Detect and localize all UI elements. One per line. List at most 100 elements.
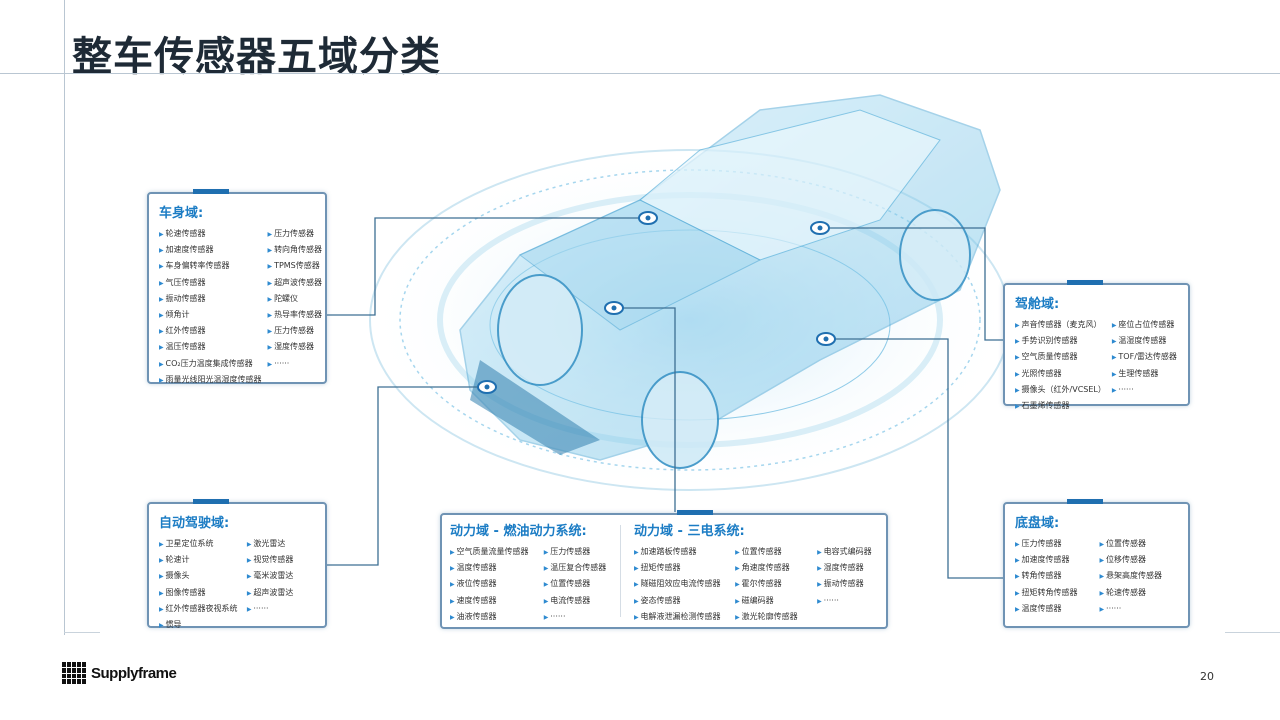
sensor-item: 视觉传感器 [247, 552, 315, 568]
sensor-list-right: 压力传感器转向角传感器TPMS传感器超声波传感器陀螺仪热导率传感器压力传感器湿度… [268, 226, 323, 388]
sensor-item: 卫星定位系统 [159, 536, 241, 552]
connector-lines [327, 217, 1003, 579]
panel-heading: 车身域: [159, 206, 204, 221]
page-number: 20 [1200, 670, 1214, 683]
title-divider [0, 73, 1280, 74]
sensor-item: 油液传感器 [450, 609, 538, 625]
sensor-item: 隧磁阻效应电流传感器 [634, 576, 729, 592]
sensor-item: 加速度传感器 [159, 242, 262, 258]
panel-heading: 底盘域: [1015, 516, 1060, 531]
sensor-item: 扭矩传感器 [634, 560, 729, 576]
sensor-item: ······ [817, 593, 878, 609]
sensor-item: 摄像头 [159, 568, 241, 584]
sensor-markers [477, 211, 836, 394]
sensor-item: 热导率传感器 [268, 307, 322, 323]
sensor-item: 轮速传感器 [1100, 585, 1179, 601]
sensor-item: 红外传感器夜视系统 [159, 601, 241, 617]
brand-name: Supplyframe [91, 664, 177, 682]
sensor-item: ······ [1100, 601, 1179, 617]
sensor-list-left: 声音传感器（麦克风）手势识别传感器空气质量传感器光照传感器摄像头（红外/VCSE… [1015, 317, 1106, 414]
bottom-rule-left [64, 632, 100, 633]
sensor-dot-power [604, 301, 624, 315]
panel-tab [193, 499, 229, 504]
power-domain-panel: 动力域 - 燃油动力系统: 空气质量流量传感器温度传感器液位传感器速度传感器油液… [440, 510, 888, 629]
sensor-item: 湿度传感器 [817, 560, 878, 576]
sensor-item: 超声波传感器 [268, 275, 322, 291]
ev-sensor-list-1: 加速踏板传感器扭矩传感器隧磁阻效应电流传感器姿态传感器电解液泄漏检测传感器 [634, 544, 729, 625]
sensor-item: 温湿度传感器 [1112, 333, 1178, 349]
sensor-item: 座位占位传感器 [1112, 317, 1178, 333]
sensor-list-left: 压力传感器加速度传感器转角传感器扭矩转角传感器温度传感器 [1015, 536, 1094, 617]
ev-sensor-list-3: 电容式编码器湿度传感器振动传感器······ [817, 544, 878, 625]
sensor-item: 压力传感器 [268, 226, 323, 242]
car-body [459, 94, 1001, 469]
sensor-item: ······ [1112, 382, 1178, 398]
brand-logo: Supplyframe [62, 662, 177, 684]
sensor-item: 超声波雷达 [247, 585, 315, 601]
autonomous-domain-panel: 自动驾驶域: 卫星定位系统轮速计摄像头图像传感器红外传感器夜视系统惯导 激光雷达… [147, 499, 327, 629]
fuel-sensor-list-left: 空气质量流量传感器温度传感器液位传感器速度传感器油液传感器 [450, 544, 538, 625]
sensor-item: 位置传感器 [735, 544, 811, 560]
sensor-item: 悬架高度传感器 [1100, 568, 1179, 584]
panel-tab [1067, 499, 1103, 504]
sensor-list-left: 轮速传感器加速度传感器车身偏转率传感器气压传感器振动传感器倾角计红外传感器温压传… [159, 226, 262, 388]
sensor-dot-chassis [816, 332, 836, 346]
sensor-item: 空气质量流量传感器 [450, 544, 538, 560]
sensor-item: CO₂压力温度集成传感器 [159, 356, 262, 372]
sensor-dot-autonomous [477, 380, 497, 394]
page-title: 整车传感器五域分类 [72, 34, 441, 80]
sensor-item: 声音传感器（麦克风） [1015, 317, 1106, 333]
bottom-rule-right [1225, 632, 1280, 633]
sensor-item: 压力传感器 [544, 544, 620, 560]
sensor-item: 振动传感器 [159, 291, 262, 307]
sensor-dot-cockpit [810, 221, 830, 235]
sensor-item: 速度传感器 [450, 593, 538, 609]
sensor-dot-body [638, 211, 658, 225]
sensor-item: 加速度传感器 [1015, 552, 1094, 568]
sensor-item: 轮速计 [159, 552, 241, 568]
sensor-item: 图像传感器 [159, 585, 241, 601]
sensor-item: 石墨烯传感器 [1015, 398, 1106, 414]
sensor-item: 转角传感器 [1015, 568, 1094, 584]
sensor-item: 温度传感器 [1015, 601, 1094, 617]
sensor-item: 扭矩转角传感器 [1015, 585, 1094, 601]
panel-heading: 自动驾驶域: [159, 516, 230, 531]
sensor-item: 毫米波雷达 [247, 568, 315, 584]
sensor-item: 激光雷达 [247, 536, 315, 552]
sensor-item: 温压传感器 [159, 339, 262, 355]
sensor-item: 生理传感器 [1112, 366, 1178, 382]
chassis-domain-panel: 底盘域: 压力传感器加速度传感器转角传感器扭矩转角传感器温度传感器 位置传感器位… [1003, 499, 1190, 628]
sensor-item: 雨量光线阳光温湿度传感器 [159, 372, 262, 388]
sensor-item: ······ [544, 609, 620, 625]
sensor-item: 位移传感器 [1100, 552, 1179, 568]
power-divider [620, 525, 621, 617]
panel-tab [677, 510, 713, 515]
sensor-item: ······ [247, 601, 315, 617]
sensor-item: 激光轮廓传感器 [735, 609, 811, 625]
sensor-item: TPMS传感器 [268, 258, 323, 274]
sensor-item: 电流传感器 [544, 593, 620, 609]
panel-tab [1067, 280, 1103, 285]
sensor-item: 红外传感器 [159, 323, 262, 339]
sensor-item: 压力传感器 [1015, 536, 1094, 552]
sensor-item: 气压传感器 [159, 275, 262, 291]
panel-heading: 驾舱域: [1015, 297, 1060, 312]
sensor-item: ······ [268, 356, 323, 372]
sensor-item: 空气质量传感器 [1015, 349, 1106, 365]
ev-sensor-list-2: 位置传感器角速度传感器霍尔传感器磁编码器激光轮廓传感器 [735, 544, 811, 625]
sensor-item: 压力传感器 [268, 323, 323, 339]
sensor-list-right: 激光雷达视觉传感器毫米波雷达超声波雷达······ [247, 536, 315, 633]
sensor-item: 液位传感器 [450, 576, 538, 592]
panel-tab [193, 189, 229, 194]
sensor-item: 轮速传感器 [159, 226, 262, 242]
sensor-item: 温度传感器 [450, 560, 538, 576]
cockpit-domain-panel: 驾舱域: 声音传感器（麦克风）手势识别传感器空气质量传感器光照传感器摄像头（红外… [1003, 280, 1190, 410]
sensor-item: 摄像头（红外/VCSEL） [1015, 382, 1106, 398]
sensor-item: 转向角传感器 [268, 242, 322, 258]
sensor-list-right: 位置传感器位移传感器悬架高度传感器轮速传感器······ [1100, 536, 1179, 617]
sensor-item: 湿度传感器 [268, 339, 323, 355]
sensor-item: 倾角计 [159, 307, 262, 323]
sensor-item: 振动传感器 [817, 576, 878, 592]
ev-system-heading: 动力域 - 三电系统: [634, 524, 745, 539]
sensor-item: 加速踏板传感器 [634, 544, 729, 560]
